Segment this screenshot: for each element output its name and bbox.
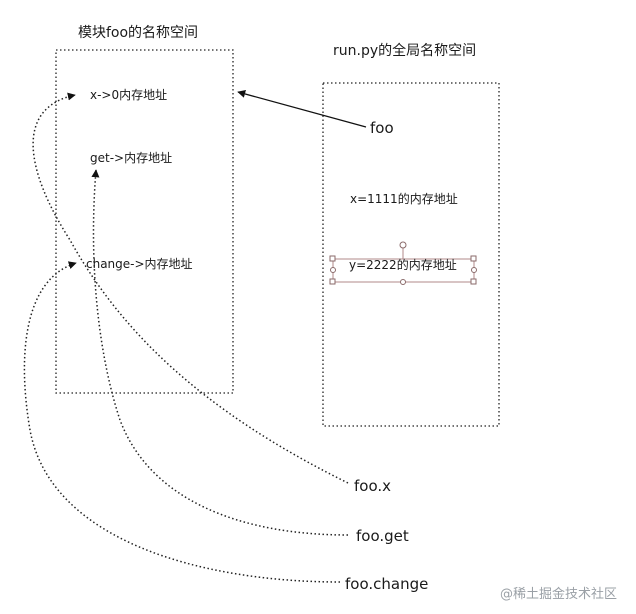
ref-foo: foo: [370, 119, 394, 137]
watermark: @稀土掘金技术社区: [500, 586, 617, 602]
resize-handle-left[interactable]: [330, 267, 336, 273]
resize-handle-bottom[interactable]: [400, 279, 406, 285]
ref-foo-change: foo.change: [345, 575, 428, 593]
global-namespace-title: run.py的全局名称空间: [333, 42, 476, 59]
module-namespace-title: 模块foo的名称空间: [78, 25, 198, 41]
ref-foo-x: foo.x: [354, 477, 391, 495]
selection-frame[interactable]: [329, 241, 477, 285]
resize-handle-top-right[interactable]: [470, 255, 477, 262]
ref-foo-get: foo.get: [356, 527, 409, 545]
foo-arrow: [237, 90, 367, 128]
foo-change-curve: [23, 261, 341, 583]
global-entry-y: y=2222的内存地址: [349, 257, 457, 272]
foo-x-curve: [32, 92, 349, 484]
resize-handle-bottom-left[interactable]: [329, 278, 336, 285]
rotate-handle[interactable]: [399, 241, 407, 249]
module-entry-get: get->内存地址: [90, 151, 172, 165]
resize-handle-top-left[interactable]: [329, 255, 336, 262]
module-entry-change: change->内存地址: [86, 257, 193, 271]
foo-get-curve: [91, 169, 349, 536]
global-entry-x: x=1111的内存地址: [350, 191, 458, 206]
resize-handle-right[interactable]: [471, 267, 477, 273]
global-namespace-box: [322, 82, 500, 427]
resize-handle-bottom-right[interactable]: [470, 278, 477, 285]
module-namespace-box: [55, 49, 234, 394]
module-entry-x: x->0内存地址: [90, 88, 167, 102]
